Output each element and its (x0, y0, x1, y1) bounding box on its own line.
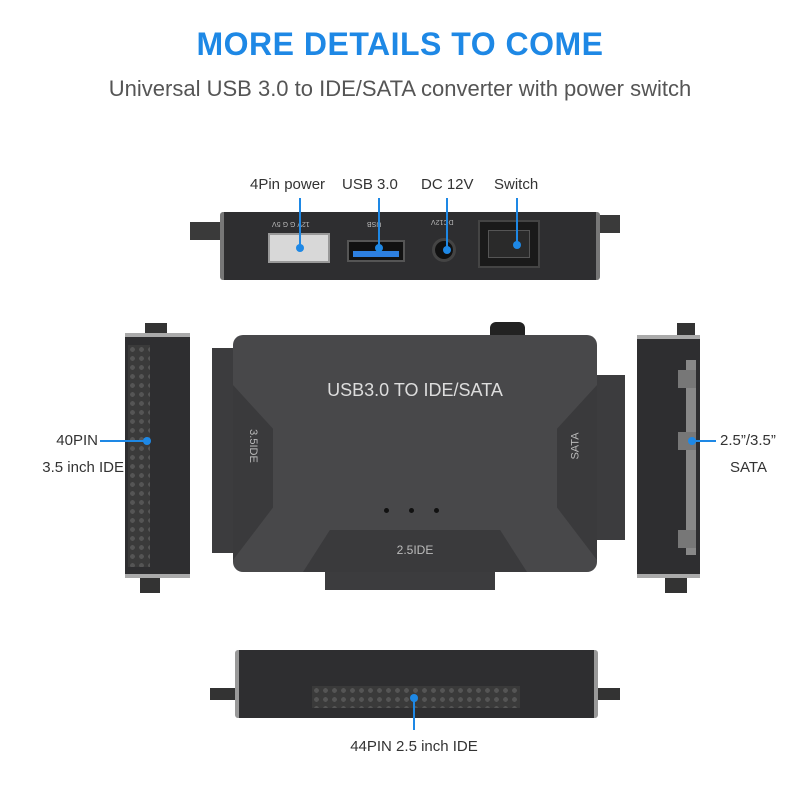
page-subtitle: Universal USB 3.0 to IDE/SATA converter … (108, 76, 692, 101)
label-40pin: 40PIN (56, 432, 98, 449)
label-switch: Switch (494, 176, 539, 193)
label-sata-size: 2.5”/3.5” (720, 432, 776, 449)
label-sata: SATA (730, 459, 767, 476)
label-3-5-ide: 3.5 inch IDE (42, 459, 124, 476)
label-sata-port: SATA (569, 432, 582, 460)
label-usb: USB 3.0 (342, 176, 398, 193)
led-indicator (384, 508, 389, 513)
marking-4pin: 12V G G 5V (272, 220, 310, 227)
led-indicator (409, 508, 414, 513)
marking-dc: DC12V (431, 218, 454, 225)
label-3-5ide: 3.5IDE (246, 429, 259, 463)
40pin-connector (128, 345, 150, 567)
ide-44pin-view (235, 650, 598, 718)
label-2-5ide: 2.5IDE (396, 543, 434, 557)
main-device-body (233, 335, 597, 572)
page-title: MORE DETAILS TO COME (196, 26, 604, 62)
led-indicator (434, 508, 439, 513)
device-title: USB3.0 TO IDE/SATA (327, 380, 503, 400)
sata-slot (686, 360, 696, 555)
power-switch[interactable] (478, 220, 540, 268)
sata-connector (595, 375, 625, 540)
label-44pin: 44PIN 2.5 inch IDE (350, 738, 478, 755)
label-4pin-power: 4Pin power (250, 176, 326, 193)
label-dc: DC 12V (421, 176, 474, 193)
